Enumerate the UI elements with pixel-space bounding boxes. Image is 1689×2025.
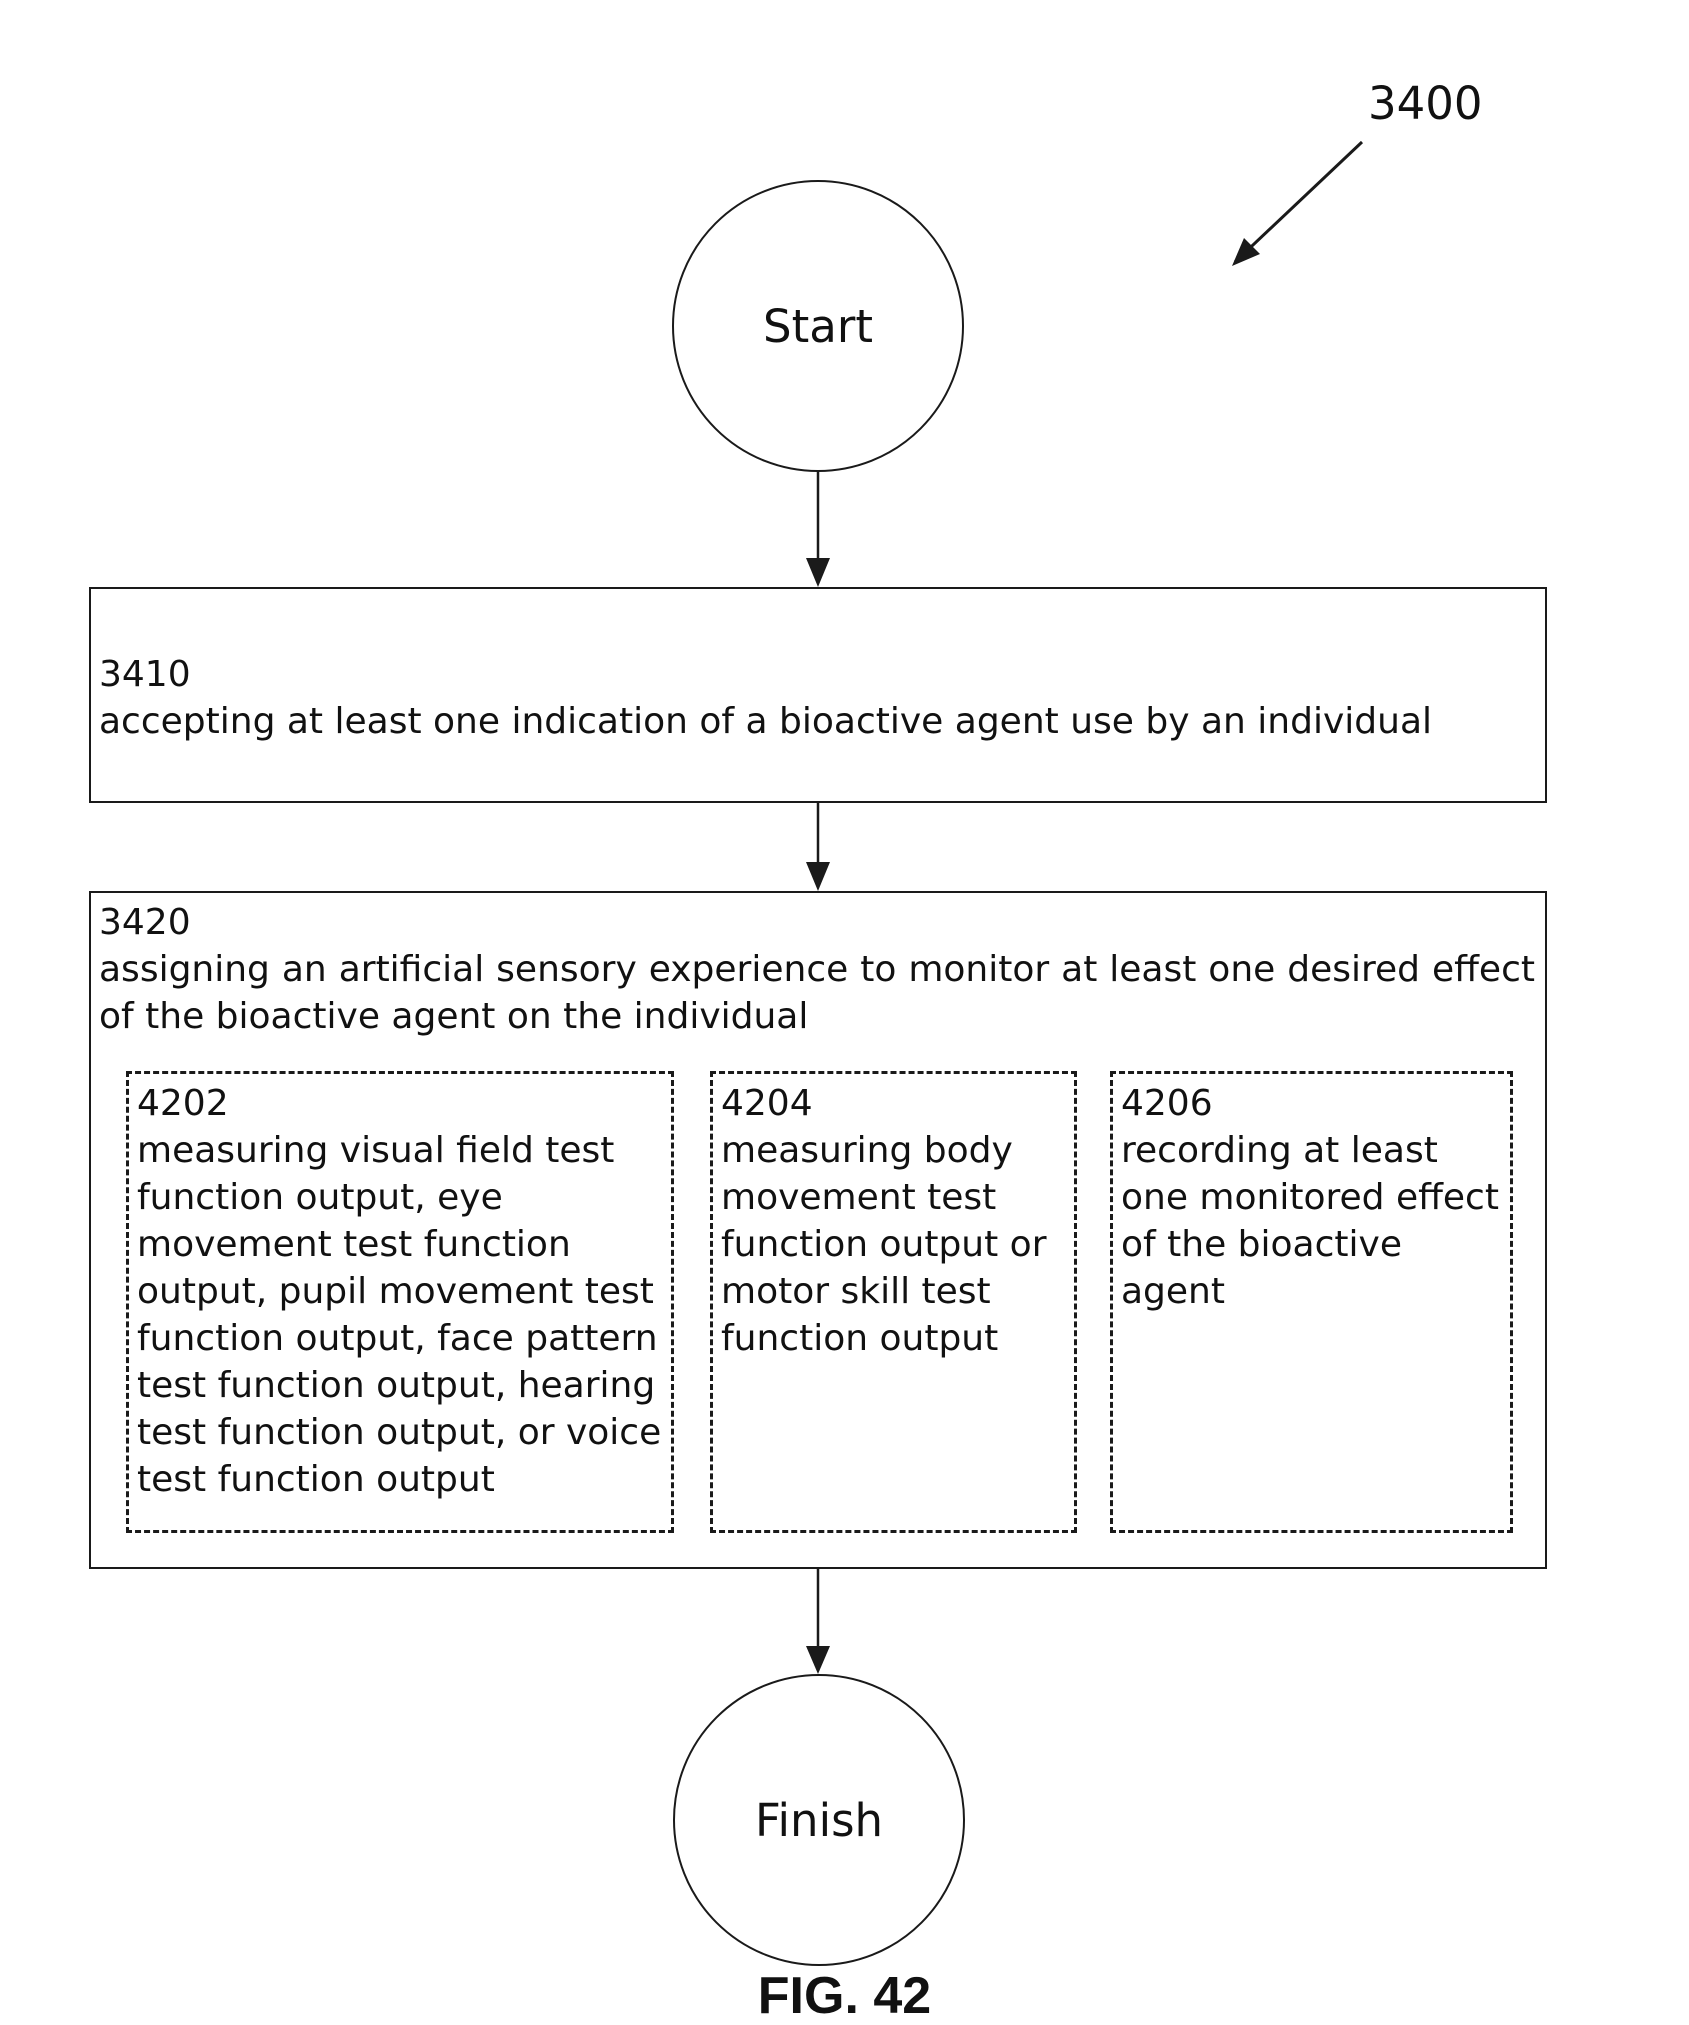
- reference-pointer-arrow: [1235, 142, 1362, 262]
- start-terminal: Start: [672, 180, 964, 472]
- arrowhead-3410-to-3420: [806, 862, 830, 891]
- substep-4204: 4204 measuring body movement test functi…: [710, 1071, 1077, 1533]
- start-label: Start: [763, 300, 873, 353]
- step-description: accepting at least one indication of a b…: [91, 698, 1545, 745]
- step-3410: 3410 accepting at least one indication o…: [89, 587, 1547, 803]
- step-number: 3420: [91, 899, 1545, 946]
- substep-4202: 4202 measuring visual field test functio…: [126, 1071, 674, 1533]
- arrowhead-3420-to-finish: [806, 1646, 830, 1674]
- reference-pointer-arrowhead: [1232, 238, 1260, 266]
- substep-number: 4206: [1121, 1080, 1504, 1127]
- finish-label: Finish: [755, 1794, 883, 1847]
- figure-caption: FIG. 42: [0, 1968, 1689, 2024]
- step-number: 3410: [91, 651, 1545, 698]
- substep-description: measuring visual field test function out…: [137, 1127, 665, 1503]
- figure-reference-number: 3400: [1368, 78, 1483, 130]
- arrowhead-start-to-3410: [806, 558, 830, 587]
- substep-description: measuring body movement test function ou…: [721, 1127, 1068, 1362]
- substep-number: 4202: [137, 1080, 665, 1127]
- substep-description: recording at least one monitored effect …: [1121, 1127, 1504, 1315]
- step-description: assigning an artificial sensory experien…: [91, 946, 1545, 1040]
- finish-terminal: Finish: [673, 1674, 965, 1966]
- substep-4206: 4206 recording at least one monitored ef…: [1110, 1071, 1513, 1533]
- substep-number: 4204: [721, 1080, 1068, 1127]
